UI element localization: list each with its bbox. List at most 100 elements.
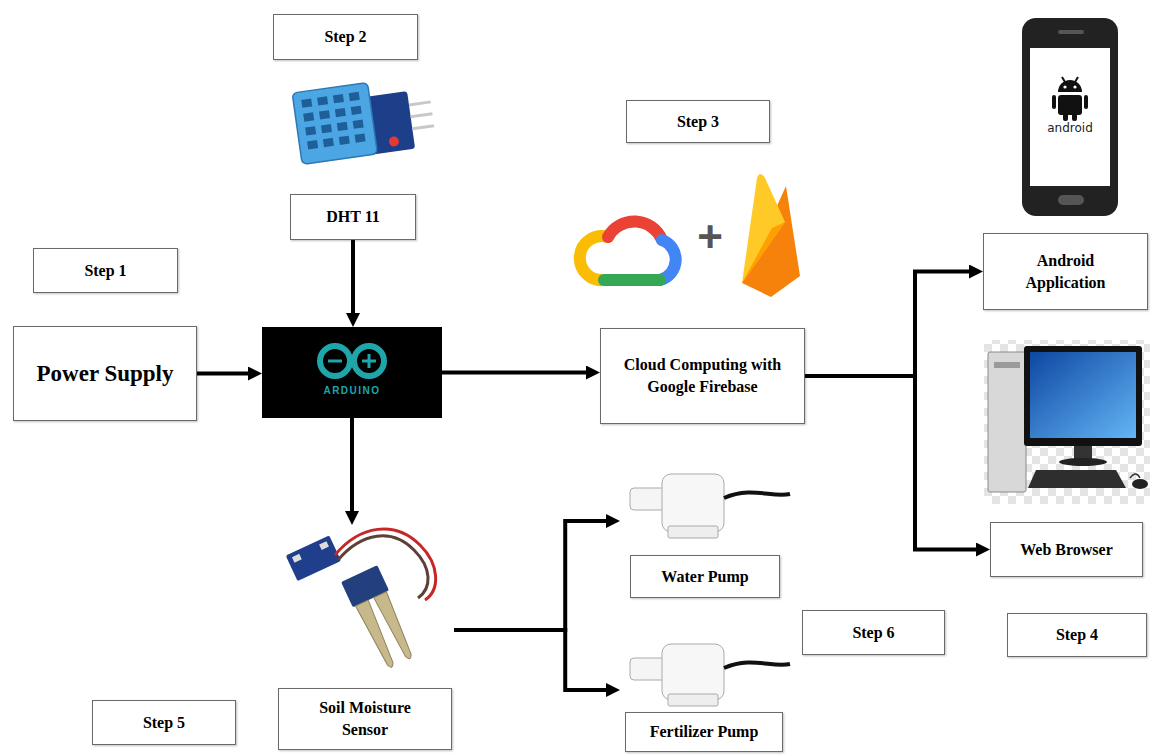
node-label: Soil Moisture Sensor bbox=[278, 688, 452, 750]
water-pump-picture bbox=[630, 488, 666, 510]
controller-box: ARDUINO bbox=[262, 327, 442, 418]
flame-amber bbox=[742, 222, 785, 283]
sensor-probe bbox=[341, 565, 419, 671]
robot-eye bbox=[1073, 85, 1076, 88]
sensor-grid bbox=[333, 94, 344, 103]
sensor-grid bbox=[353, 120, 364, 129]
logo-yellow bbox=[580, 236, 608, 280]
sensor-grid bbox=[355, 133, 366, 142]
phone-button bbox=[1058, 195, 1084, 205]
monitor-screen bbox=[1030, 352, 1136, 438]
node-text: Step 2 bbox=[324, 26, 366, 48]
logo-blue bbox=[660, 240, 676, 280]
flow-arrow bbox=[805, 376, 976, 550]
sensor-grid bbox=[303, 112, 314, 121]
node-text: Power Supply bbox=[37, 358, 174, 389]
monitor-frame bbox=[1024, 346, 1142, 446]
sensor-pins bbox=[411, 114, 433, 117]
step-box: Step 4 bbox=[1007, 613, 1147, 657]
sensor-grid bbox=[339, 136, 350, 145]
logo-text: android bbox=[1030, 121, 1110, 135]
pc-drive bbox=[994, 362, 1020, 368]
sensor-grid bbox=[319, 110, 330, 119]
mouse-cord bbox=[1130, 474, 1140, 478]
android-robot bbox=[1063, 113, 1068, 121]
node-text: Step 4 bbox=[1056, 624, 1098, 646]
logo-red bbox=[608, 221, 662, 240]
step-box: Step 5 bbox=[92, 700, 236, 745]
step-box: Step 6 bbox=[802, 610, 945, 655]
flame-yellow bbox=[742, 174, 785, 283]
sensor-module bbox=[286, 535, 341, 581]
sensor-module bbox=[319, 541, 329, 550]
fertilizer-pump-picture bbox=[668, 694, 718, 706]
sensor-grid bbox=[321, 124, 332, 133]
android-robot bbox=[1062, 77, 1065, 82]
flow-arrow bbox=[454, 521, 606, 630]
component-box: DHT 11 bbox=[290, 194, 416, 240]
computer-picture bbox=[984, 340, 1150, 504]
phone-speaker bbox=[1058, 30, 1084, 34]
android-robot bbox=[1058, 95, 1082, 115]
node-text: Android Application bbox=[1009, 250, 1122, 293]
fertilizer-pump-picture bbox=[662, 644, 724, 700]
sensor-probe bbox=[374, 592, 416, 662]
step-box: Step 3 bbox=[626, 100, 770, 143]
monitor-stand bbox=[1074, 446, 1092, 460]
sensor-grid bbox=[337, 122, 348, 131]
node-label: Water Pump bbox=[630, 555, 780, 598]
monitor-base bbox=[1059, 458, 1107, 466]
android-phone-picture bbox=[1022, 18, 1118, 216]
soil-sensor-picture bbox=[286, 529, 436, 671]
sensor-pins bbox=[409, 102, 431, 105]
node-text: Step 5 bbox=[143, 712, 185, 734]
logo-signs bbox=[328, 354, 376, 368]
android-robot bbox=[1058, 80, 1082, 92]
pc-tower bbox=[988, 352, 1026, 492]
node-text: Step 1 bbox=[84, 260, 126, 282]
process-box: Power Supply bbox=[13, 326, 197, 421]
sensor-grid bbox=[317, 96, 328, 105]
step-box: Step 1 bbox=[33, 248, 178, 293]
sensor-grid bbox=[335, 108, 346, 117]
water-pump-picture bbox=[630, 474, 790, 538]
android-robot bbox=[1084, 95, 1088, 109]
node-text: ARDUINO bbox=[262, 385, 442, 396]
picture-background bbox=[984, 340, 1150, 504]
node-text: Step 6 bbox=[852, 622, 894, 644]
dht11-sensor-picture bbox=[292, 74, 437, 164]
node-text: Step 3 bbox=[677, 111, 719, 133]
fertilizer-pump-picture bbox=[724, 663, 790, 668]
pump-node: Water Pump bbox=[620, 460, 790, 600]
arduino-logo bbox=[262, 327, 442, 418]
sensor-pins bbox=[409, 102, 434, 129]
phone-body bbox=[1022, 18, 1118, 216]
flow-arrow bbox=[442, 371, 586, 375]
water-pump-picture bbox=[668, 526, 718, 538]
logo-green bbox=[604, 274, 660, 286]
flow-arrow bbox=[197, 372, 248, 376]
android-robot bbox=[1052, 77, 1088, 121]
node-text: DHT 11 bbox=[326, 206, 380, 228]
node-text: Web Browser bbox=[1020, 539, 1113, 561]
android-robot bbox=[1072, 113, 1077, 121]
sensor-grid bbox=[323, 138, 334, 147]
android-robot bbox=[1052, 95, 1056, 109]
process-box: Cloud Computing with Google Firebase bbox=[600, 328, 805, 424]
firebase-logo bbox=[742, 174, 800, 297]
plus-sign: + bbox=[690, 212, 730, 262]
sensor-node: Soil Moisture Sensor bbox=[278, 525, 454, 752]
sensor-grid bbox=[305, 126, 316, 135]
sensor-module bbox=[292, 554, 302, 563]
flow-arrow bbox=[351, 240, 355, 313]
sensor-wire bbox=[338, 536, 428, 598]
node-label: Fertilizer Pump bbox=[625, 712, 783, 752]
sensor-module bbox=[286, 535, 341, 581]
step-box: Step 2 bbox=[273, 14, 418, 60]
robot-eye bbox=[1063, 85, 1066, 88]
sensor-grid bbox=[301, 92, 365, 150]
sensor-led bbox=[388, 136, 399, 147]
google-cloud-logo bbox=[580, 221, 676, 280]
sensor-grid bbox=[307, 140, 318, 149]
output-box: Web Browser bbox=[990, 522, 1143, 577]
